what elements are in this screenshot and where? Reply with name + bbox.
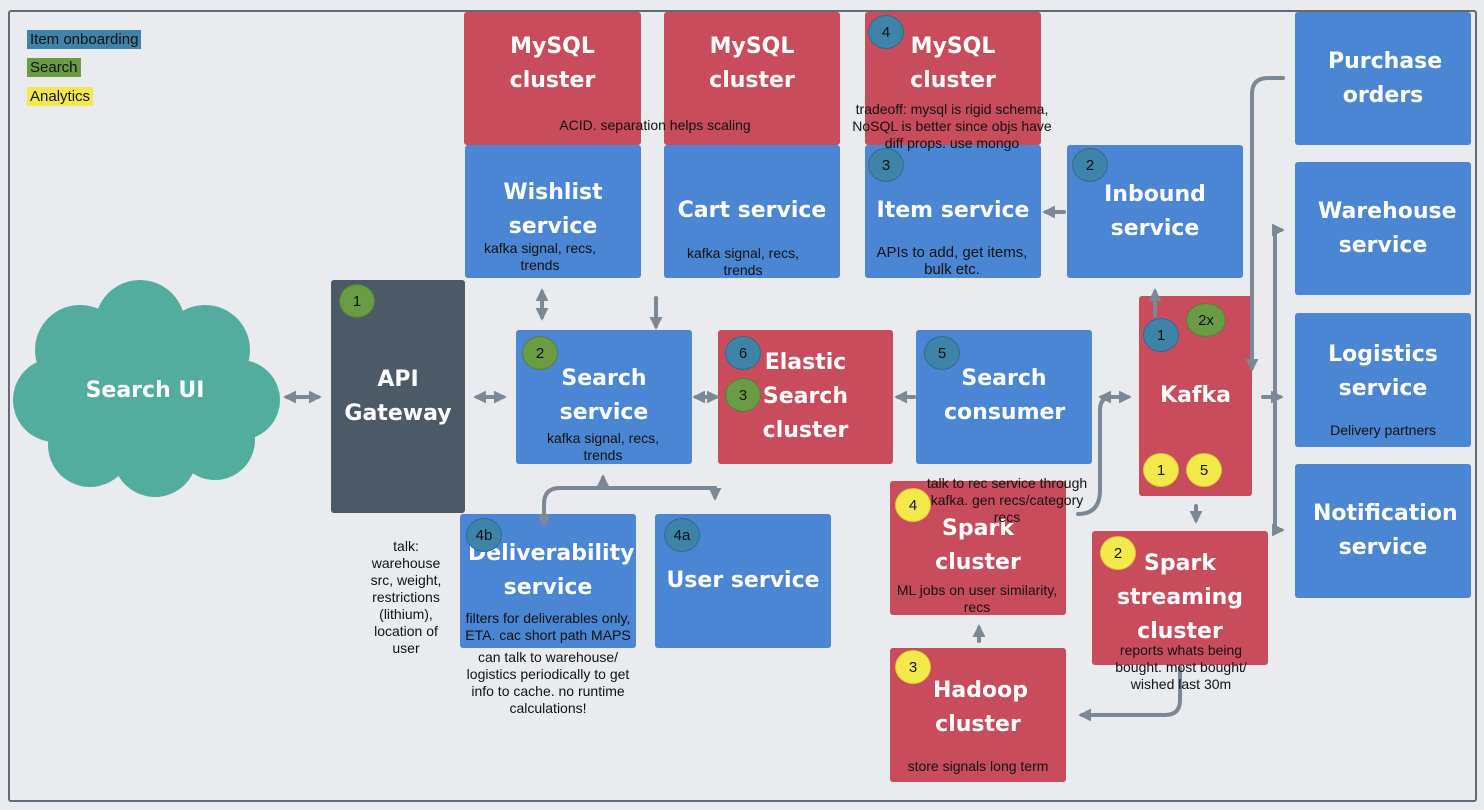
item-service-label: Item service [876,197,1030,223]
deliverability-service-label: Deliverability service [468,541,635,600]
hadoop-cluster-label: Hadoop cluster [933,678,1028,737]
deliverability-service-node[interactable]: Deliverability service [460,514,636,648]
badge-kafka-analytics-1: 1 [1143,453,1179,487]
arrow-search-deliverability [537,476,605,528]
inbound-service-label: Inbound service [1104,181,1206,241]
badge-elastic-search: 3 [725,378,761,412]
mysql-cluster-label: MySQL cluster [509,33,596,93]
badge-mysql-item: 4 [868,15,904,49]
kafka-label: Kafka [1160,383,1231,408]
badge-search-consumer: 5 [924,336,960,370]
arrow-spark-kafka [1076,395,1114,516]
note-search: kafka signal, recs, trends [546,430,660,463]
purchase-orders-label: Purchase orders [1328,48,1443,108]
note-acid: ACID. separation helps scaling [559,117,751,133]
cart-service-label: Cart service [677,197,827,223]
search-consumer-node[interactable]: Search consumer [916,330,1092,464]
spark-streaming-label: Spark streaming cluster [1116,551,1244,644]
search-service-node[interactable]: Search service [516,330,692,464]
wishlist-service-label: Wishlist service [503,180,603,239]
badge-elastic-onboarding: 6 [725,336,761,370]
badge-inbound: 2 [1072,148,1108,182]
badge-deliverability: 4b [466,518,502,552]
note-reports: reports whats being bought. most bought/… [1115,642,1247,692]
notification-service-node[interactable]: Notification service [1295,464,1471,598]
badge-user-service: 4a [664,518,700,552]
api-gateway-node[interactable]: API Gateway [331,280,465,513]
logistics-service-label: Logistics service [1328,342,1438,401]
search-ui-label: Search UI [85,378,205,403]
wishlist-service-node[interactable]: Wishlist service [465,145,641,278]
badge-hadoop: 3 [895,650,931,684]
badge-spark: 4 [895,488,931,522]
note-cart: kafka signal, recs, trends [686,245,800,278]
elastic-search-label: Elastic Search cluster [762,350,849,443]
api-gateway-label: API Gateway [344,366,452,426]
legend-search: Search [27,58,81,77]
mysql-cluster-label: MySQL cluster [910,33,996,93]
arrow-search-user [601,486,722,501]
note-rec-service: talk to rec service through kafka. gen r… [926,475,1088,525]
note-deliverables: filters for deliverables only, ETA. cac … [465,610,631,643]
warehouse-service-node[interactable]: Warehouse service [1295,162,1471,295]
note-cache: can talk to warehouse/ logistics periodi… [466,649,630,716]
notification-service-label: Notification service [1313,501,1458,560]
badge-spark-streaming: 2 [1100,536,1136,570]
note-signals: store signals long term [907,758,1049,774]
mysql-cluster-cart[interactable]: MySQL cluster [664,12,840,145]
badge-kafka-analytics-5: 5 [1186,453,1222,487]
purchase-orders-node[interactable]: Purchase orders [1295,12,1471,145]
note-item: APIs to add, get items, bulk etc. [876,244,1028,278]
arrow-purchase-kafka [1245,76,1285,372]
badge-kafka-search: 2x [1186,303,1226,337]
note-tradeoff: tradeoff: mysql is rigid schema, NoSQL i… [852,101,1052,151]
mysql-cluster-wishlist[interactable]: MySQL cluster [464,12,641,145]
spark-cluster-label: Spark cluster [935,515,1021,575]
search-service-label: Search service [559,366,649,425]
legend-analytics: Analytics [27,87,94,106]
cart-service-node[interactable]: Cart service [664,145,840,278]
note-ml-jobs: ML jobs on user similarity, recs [896,582,1058,615]
legend-item-onboarding: Item onboarding [27,30,142,49]
note-wishlist: kafka signal, recs, trends [483,240,597,273]
arrow-streaming-hadoop [1078,666,1182,722]
badge-search-service: 2 [522,336,558,370]
badge-api: 1 [339,284,375,318]
logistics-service-node[interactable]: Logistics service [1295,313,1471,447]
note-talk-warehouse: talk: warehouse src, weight, restriction… [370,538,442,656]
search-ui-cloud[interactable] [10,280,285,500]
user-service-label: User service [666,568,820,593]
note-logistics: Delivery partners [1330,422,1436,438]
badge-kafka-onboarding: 1 [1143,318,1179,352]
badge-item: 3 [868,148,904,182]
mysql-cluster-label: MySQL cluster [709,33,795,93]
search-consumer-label: Search consumer [944,366,1066,425]
warehouse-service-label: Warehouse service [1318,198,1457,258]
